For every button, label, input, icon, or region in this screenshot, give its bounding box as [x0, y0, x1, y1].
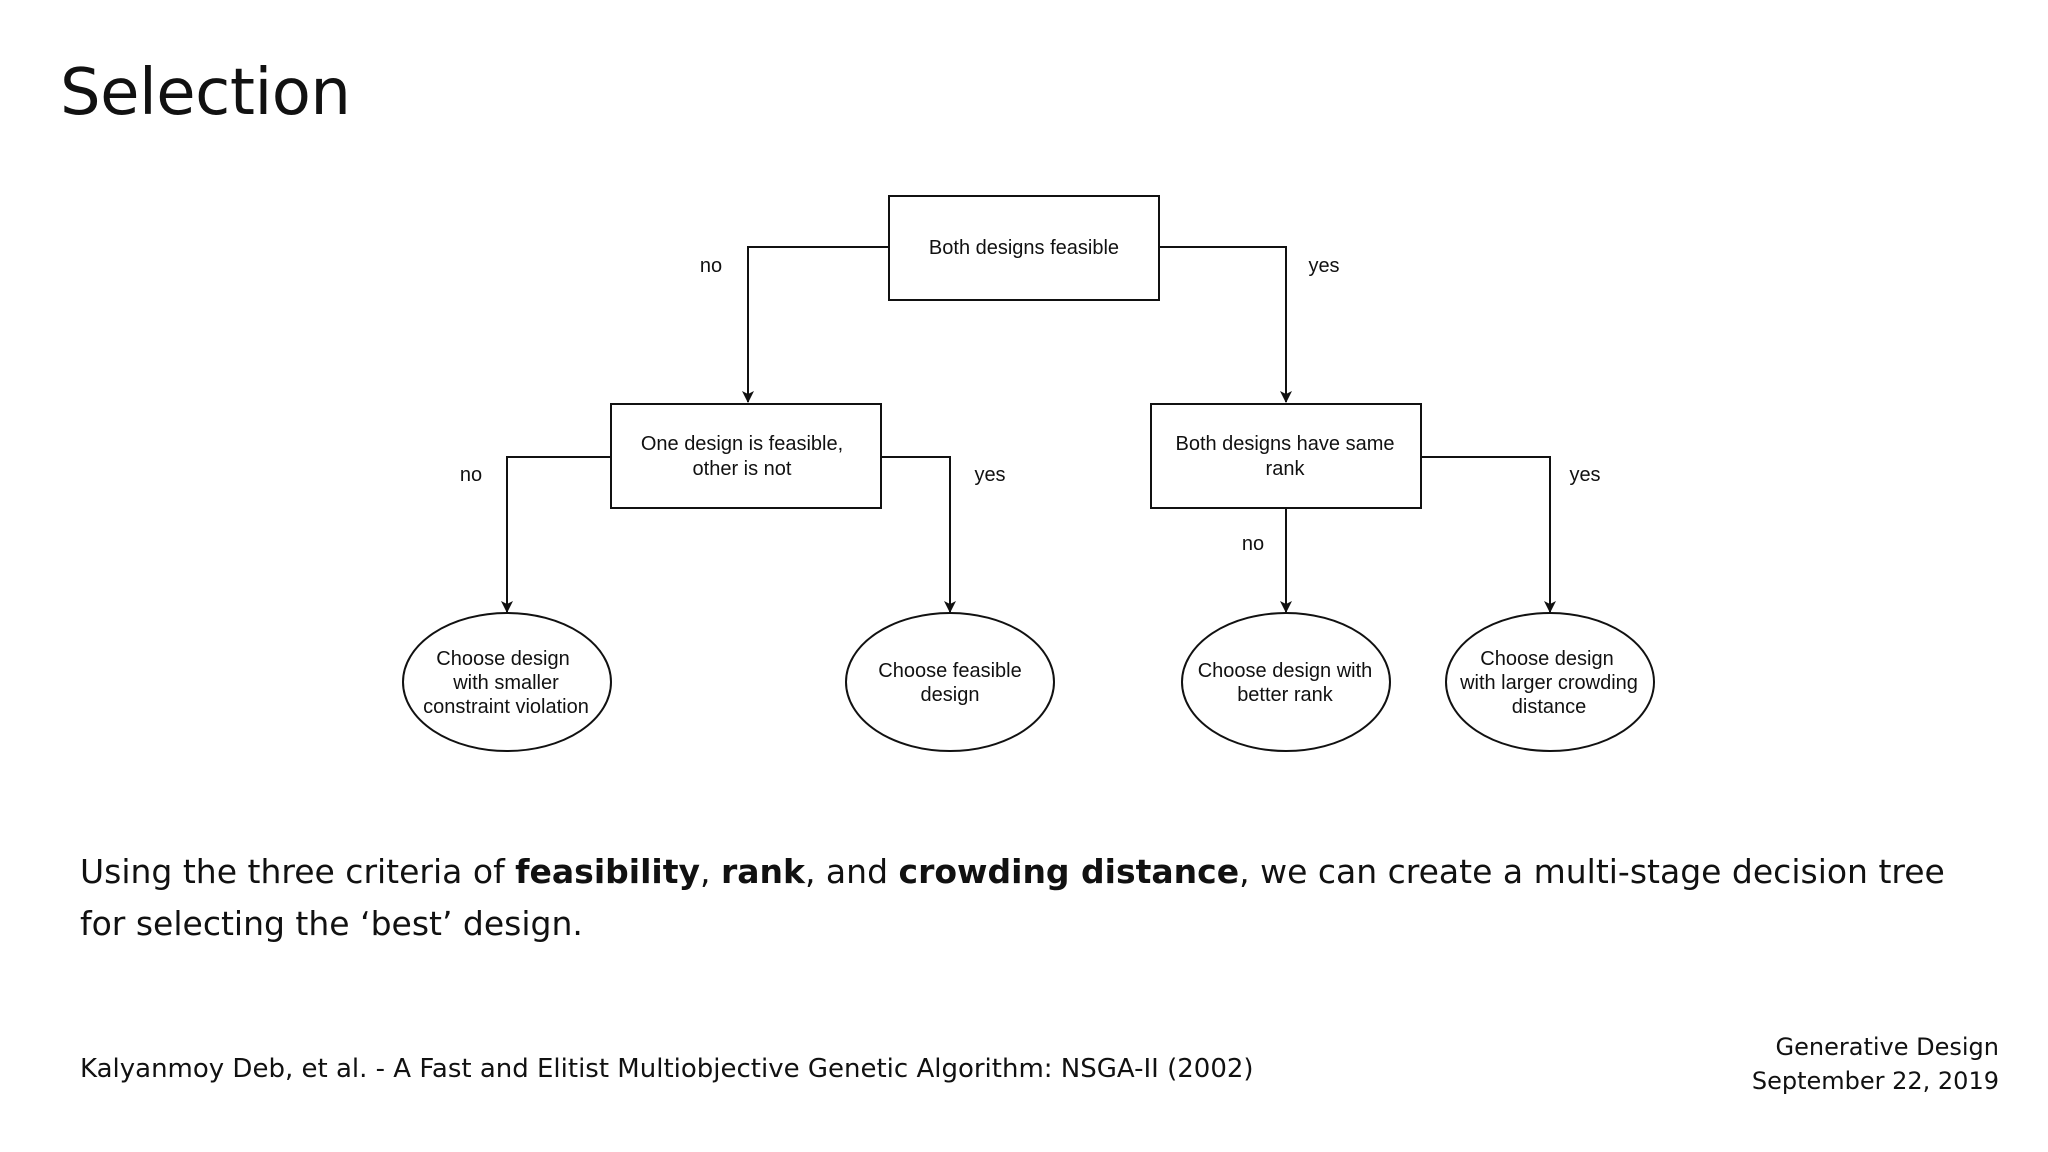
description-term-feasibility: feasibility [515, 852, 700, 891]
edge-feasibility-yes [881, 456, 956, 613]
outcome-larger-crowding-distance-line-2: with larger crowding [1459, 672, 1638, 694]
description-text-part-2: , [699, 852, 721, 891]
edge-root-yes [1159, 246, 1292, 403]
description-text-part-4: , we can create a multi-stage decision t… [80, 852, 1945, 943]
decision-tree-description: Using the three criteria of feasibility,… [80, 846, 1980, 950]
slide-footer: Generative Design September 22, 2019 [1752, 1030, 1999, 1098]
reference-citation: Kalyanmoy Deb, et al. - A Fast and Eliti… [80, 1054, 1254, 1084]
slide-title: Selection [60, 56, 351, 130]
outcome-larger-crowding-distance: Choose design with larger crowding dista… [1445, 612, 1655, 752]
outcome-better-rank: Choose design with better rank [1181, 612, 1391, 752]
description-term-crowding-distance: crowding distance [898, 852, 1240, 891]
decision-box-rank-line-2: rank [1266, 458, 1306, 480]
decision-box-feasibility-line-1: One design is feasible, [641, 433, 843, 455]
edge-rank-yes [1421, 456, 1556, 613]
edge-root-no [742, 246, 889, 403]
outcome-better-rank-line-1: Choose design with [1198, 660, 1373, 682]
description-term-rank: rank [720, 852, 805, 891]
outcome-larger-crowding-distance-line-3: distance [1512, 696, 1587, 718]
outcome-smaller-constraint-violation-line-2: with smaller [452, 672, 559, 694]
description-text-part-3: , and [804, 852, 899, 891]
edge-label-rank-no: no [1242, 533, 1264, 555]
edge-label-feasibility-no: no [460, 464, 482, 486]
outcome-smaller-constraint-violation-line-3: constraint violation [423, 696, 589, 718]
outcome-feasible-design-line-1: Choose feasible [878, 660, 1021, 682]
outcome-feasible-design-line-2: design [921, 684, 980, 706]
decision-box-root-line-1: Both designs feasible [929, 237, 1119, 259]
decision-box-rank: Both designs have same rank [1150, 403, 1422, 509]
presentation-date: September 22, 2019 [1751, 1067, 1999, 1095]
description-text-part-1: Using the three criteria of [80, 852, 516, 891]
outcome-feasible-design: Choose feasible design [845, 612, 1055, 752]
edge-label-feasibility-yes: yes [974, 464, 1005, 486]
decision-box-feasibility: One design is feasible, other is not [610, 403, 882, 509]
edge-label-root-yes: yes [1308, 255, 1339, 277]
outcome-better-rank-line-2: better rank [1237, 684, 1334, 706]
outcome-larger-crowding-distance-line-1: Choose design [1480, 648, 1613, 670]
course-title: Generative Design [1775, 1033, 1999, 1061]
decision-box-rank-line-1: Both designs have same [1175, 433, 1394, 455]
edge-label-rank-yes: yes [1569, 464, 1600, 486]
decision-box-root: Both designs feasible [888, 195, 1160, 301]
outcome-smaller-constraint-violation: Choose design with smaller constraint vi… [402, 612, 612, 752]
decision-box-feasibility-line-2: other is not [693, 458, 792, 480]
edge-feasibility-no [501, 456, 611, 613]
edge-label-root-no: no [700, 255, 722, 277]
outcome-smaller-constraint-violation-line-1: Choose design [436, 648, 569, 670]
